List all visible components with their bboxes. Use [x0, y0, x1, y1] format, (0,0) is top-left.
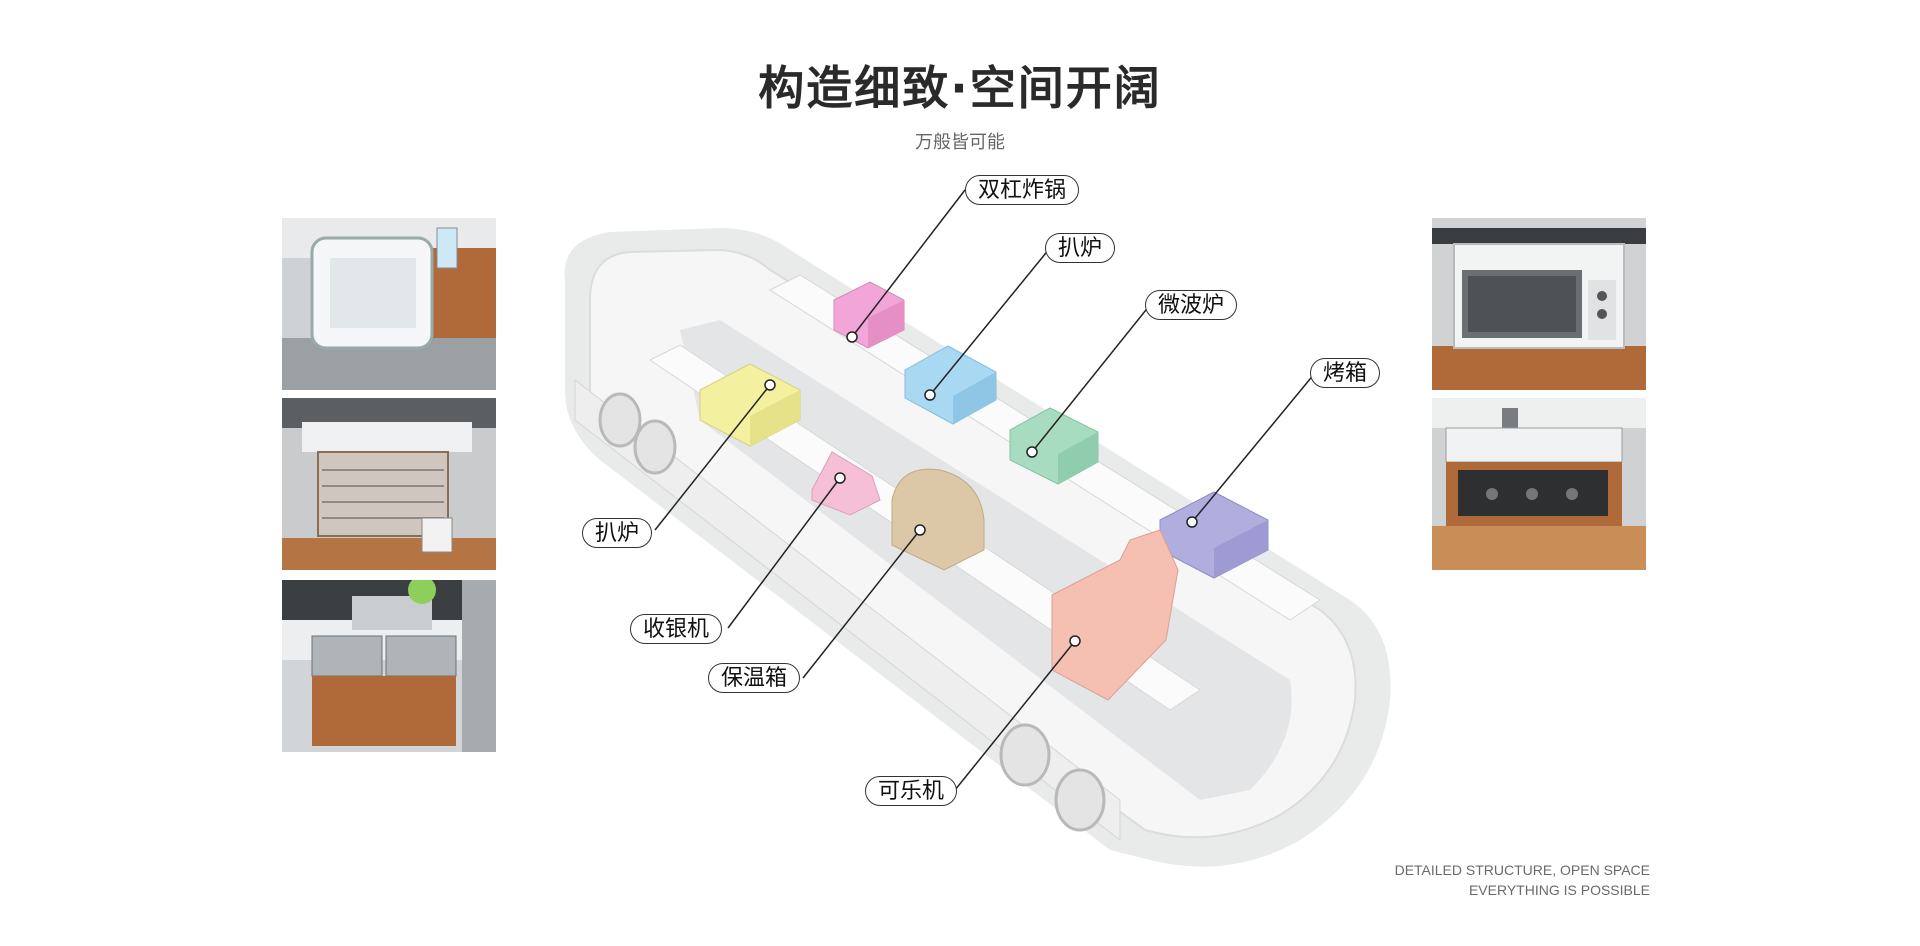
callout-cola-machine: 可乐机	[865, 776, 958, 806]
callout-grill-top: 扒炉	[1045, 233, 1116, 263]
oven-box	[1159, 491, 1269, 579]
callout-fryer: 双杠炸锅	[965, 175, 1080, 205]
leader-dots	[764, 331, 1198, 647]
footer-line-2: EVERYTHING IS POSSIBLE	[1468, 882, 1650, 898]
footer-caption: DETAILED STRUCTURE, OPEN SPACE EVERYTHIN…	[1395, 860, 1650, 900]
page-subtitle: 万般皆可能	[915, 132, 1005, 153]
callout-oven: 烤箱	[1310, 358, 1381, 388]
warmer-box	[891, 468, 985, 571]
grill-unit-image	[282, 398, 496, 570]
cola-machine-box	[1051, 529, 1179, 701]
thumb-oven	[1432, 398, 1646, 570]
grill-top-box	[904, 345, 997, 425]
cash-register-box	[811, 451, 881, 516]
display-cabinet-image	[282, 218, 496, 390]
oven-image	[1432, 398, 1646, 570]
thumb-sink-unit	[282, 580, 496, 752]
microwave-image	[1432, 218, 1646, 390]
callout-cash-register: 收银机	[630, 614, 723, 644]
microwave-box	[1009, 407, 1099, 485]
callout-grill-left: 扒炉	[582, 518, 653, 548]
footer-line-1: DETAILED STRUCTURE, OPEN SPACE	[1394, 862, 1650, 878]
callout-microwave: 微波炉	[1145, 290, 1238, 320]
callout-warmer: 保温箱	[708, 663, 801, 693]
thumb-display-cabinet	[282, 218, 496, 390]
sink-unit-image	[282, 580, 496, 752]
page-title: 构造细致·空间开阔	[758, 61, 1162, 115]
thumb-microwave	[1432, 218, 1646, 390]
thumb-grill-unit	[282, 398, 496, 570]
leader-lines	[654, 189, 1316, 791]
